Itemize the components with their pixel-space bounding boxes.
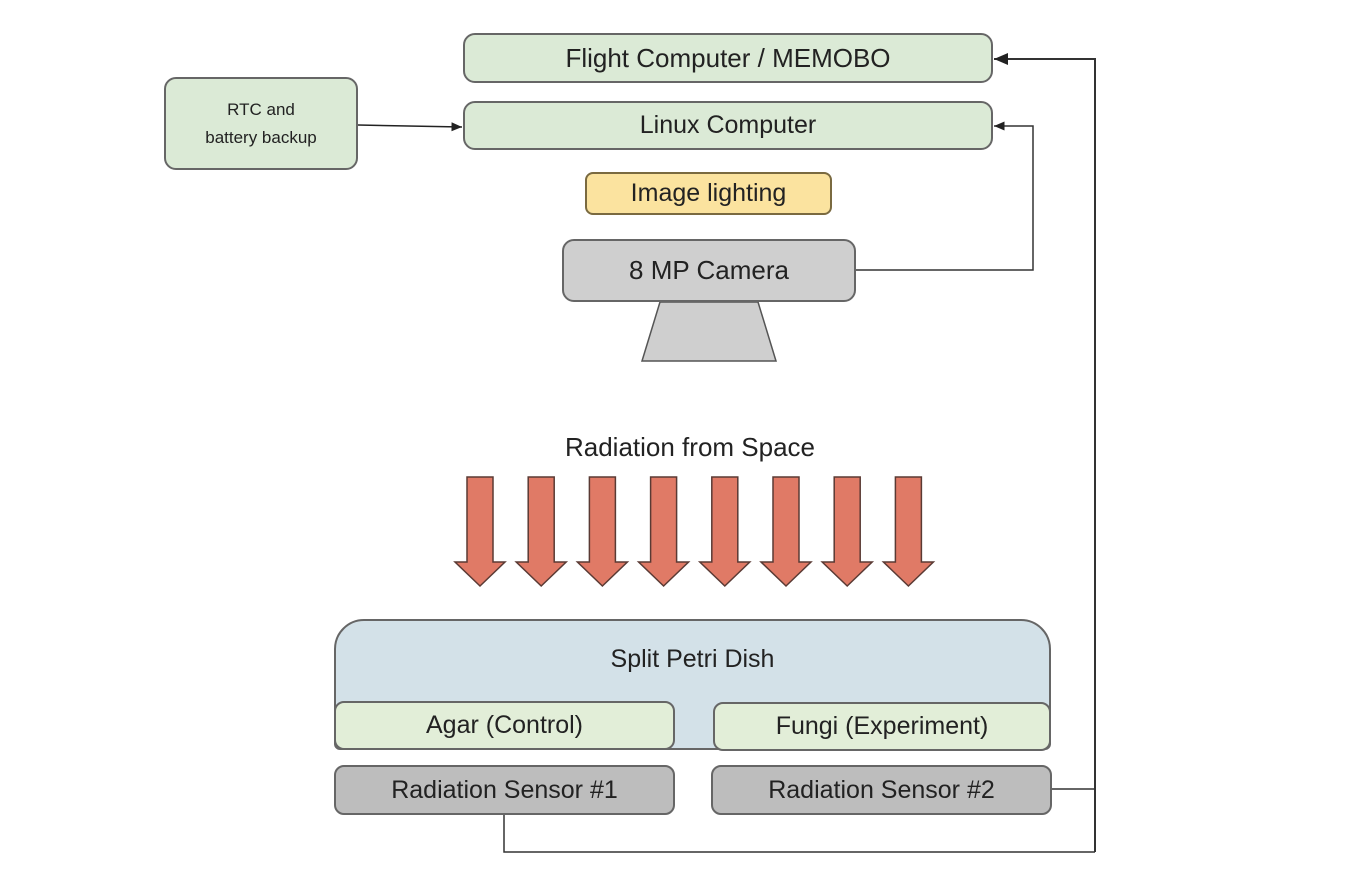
sensors-to-flight-computer-connector <box>994 53 1096 852</box>
sensor1-connector <box>503 815 1095 853</box>
radiation-arrow <box>759 476 813 588</box>
radiation-sensor-1-label: Radiation Sensor #1 <box>391 775 618 804</box>
image-lighting-box: Image lighting <box>585 172 832 215</box>
radiation-title: Radiation from Space <box>564 432 816 462</box>
radiation-arrow <box>820 476 875 588</box>
radiation-sensor-2-box: Radiation Sensor #2 <box>711 765 1052 815</box>
linux-computer-box: Linux Computer <box>463 101 993 150</box>
fungi-experiment-label: Fungi (Experiment) <box>775 712 989 740</box>
camera-to-linux-connector <box>856 121 1034 271</box>
camera-label: 8 MP Camera <box>629 255 789 285</box>
radiation-arrow <box>697 476 752 588</box>
camera-box: 8 MP Camera <box>562 239 856 302</box>
rtc-battery-box: RTC and battery backup <box>164 77 358 170</box>
rtc-to-linux-connector <box>357 122 463 132</box>
agar-control-label: Agar (Control) <box>426 711 583 739</box>
agar-control-box: Agar (Control) <box>334 701 675 750</box>
radiation-arrow <box>575 476 630 588</box>
fungi-experiment-box: Fungi (Experiment) <box>713 702 1051 751</box>
radiation-sensor-2-label: Radiation Sensor #2 <box>768 775 995 804</box>
rtc-label-line1: RTC and <box>227 99 295 119</box>
rtc-label-line2: battery backup <box>205 127 317 147</box>
radiation-sensor-1-box: Radiation Sensor #1 <box>334 765 675 815</box>
flight-computer-box: Flight Computer / MEMOBO <box>463 33 993 83</box>
radiation-arrows <box>453 476 936 588</box>
radiation-arrow <box>514 476 569 588</box>
linux-computer-label: Linux Computer <box>639 111 817 139</box>
image-lighting-label: Image lighting <box>630 179 787 207</box>
camera-lens-shape <box>640 301 778 362</box>
petri-dish-label: Split Petri Dish <box>610 645 775 673</box>
flight-computer-label: Flight Computer / MEMOBO <box>565 42 891 73</box>
radiation-arrow <box>636 476 691 588</box>
radiation-arrow <box>881 476 936 588</box>
radiation-arrow <box>453 476 507 588</box>
